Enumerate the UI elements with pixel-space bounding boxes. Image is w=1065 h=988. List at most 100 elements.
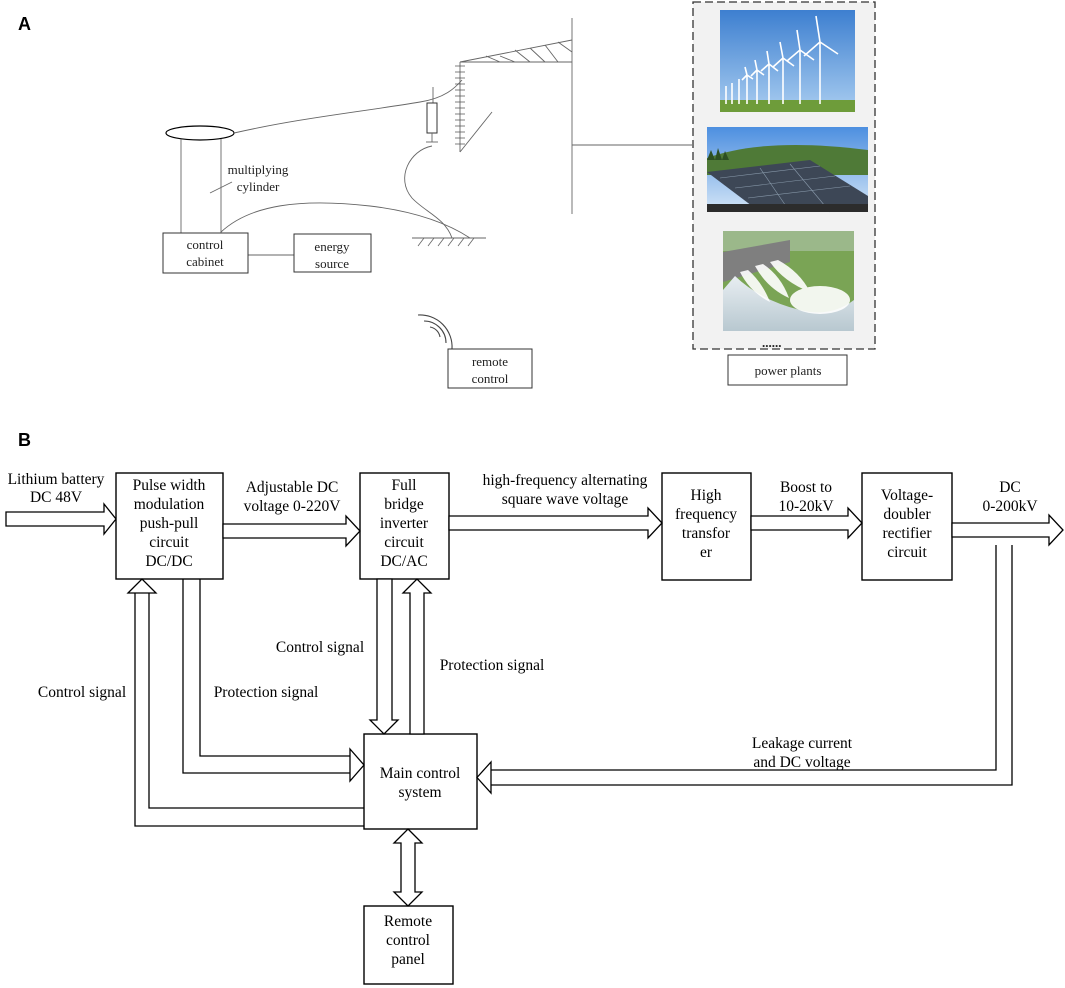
panel-b-label: B [18, 430, 31, 450]
adjustable-dc-label: Adjustable DC voltage 0-220V [244, 479, 342, 515]
protection-signal-mid-label: Protection signal [440, 657, 545, 674]
lbl-tr-line-4: er [700, 544, 713, 561]
tower-brace [459, 111, 493, 153]
transformer-block [661, 472, 752, 581]
lbl-input-line-2: DC 48V [30, 489, 83, 506]
lbl-inv-line-3: inverter [380, 515, 429, 532]
lbl-remote-line-1: Remote [384, 913, 432, 930]
lbl-adj-line-1: Adjustable DC [246, 479, 339, 496]
lbl-tr-line-2: frequency [675, 506, 737, 523]
cc-label-line-2: cabinet [186, 254, 224, 269]
lbl-main-line-2: system [398, 784, 441, 801]
arrow-protection-signal-mid [401, 578, 433, 735]
lbl-leak-line-2: and DC voltage [753, 754, 850, 771]
control-signal-left-arrowhead [126, 578, 158, 594]
lbl-remote-line-2: control [386, 932, 430, 949]
wire-cylinder-to-tower [233, 79, 463, 134]
lbl-rect-line-2: doubler [883, 506, 931, 523]
control-signal-left-label: Control signal [38, 684, 126, 701]
es-label-line-2: source [315, 256, 349, 271]
cc-label-line-1: control [187, 237, 224, 252]
main-control-block [363, 733, 478, 830]
protection-signal-left-outer [182, 579, 350, 774]
lbl-inv-line-5: DC/AC [380, 553, 427, 570]
main-control-label: Main control system [380, 765, 461, 801]
rc-label-line-2: control [472, 371, 509, 386]
arrow-transformer-to-rectifier [750, 506, 863, 540]
lbl-rect-line-3: rectifier [882, 525, 932, 542]
multiplying-cylinder-text: multiplying cylinder [228, 162, 289, 194]
transformer-label: High frequency transfor er [675, 487, 737, 561]
leakage-label: Leakage current and DC voltage [752, 735, 853, 771]
arrow-pwm-to-inverter [222, 514, 361, 548]
lbl-remote-line-3: panel [391, 951, 425, 968]
mc-label-line-2: cylinder [237, 179, 280, 194]
arrow-battery-input [5, 502, 117, 536]
lbl-tr-line-1: High [691, 487, 722, 504]
remote-control-text: remote control [472, 354, 509, 386]
remote-control-box [447, 348, 533, 389]
multiplying-cylinder-top [165, 125, 235, 141]
control-cabinet-text: control cabinet [186, 237, 224, 269]
power-plants-label-box [727, 354, 848, 386]
wire-insulator-loop [404, 145, 453, 239]
control-signal-left-inner [148, 593, 364, 809]
energy-source-text: energy source [314, 239, 350, 271]
remote-panel-label: Remote control panel [384, 913, 432, 968]
lbl-inv-line-1: Full [392, 477, 417, 494]
lbl-pwm-line-5: DC/DC [145, 553, 192, 570]
wind-turbine-image [720, 10, 855, 112]
dc-output-label: DC 0-200kV [982, 479, 1038, 515]
arrow-main-remote-bidirectional [392, 828, 424, 907]
lbl-boost-line-2: 10-20kV [778, 498, 834, 515]
energy-source-box [293, 233, 372, 273]
lbl-inv-line-4: circuit [384, 534, 424, 551]
pwm-circuit-block [115, 472, 224, 580]
lbl-out-line-1: DC [999, 479, 1021, 496]
arrow-inverter-to-transformer [448, 506, 663, 540]
control-cabinet-box [162, 232, 249, 274]
control-signal-left-outer [134, 593, 364, 827]
protection-signal-left-arrowhead [349, 747, 365, 783]
insulator-icon [426, 102, 438, 134]
lbl-tr-line-3: transfor [682, 525, 731, 542]
leakage-arrowhead [476, 760, 492, 795]
lbl-inv-line-2: bridge [384, 496, 424, 513]
wire-cabinet-to-ground [220, 202, 471, 239]
lbl-main-line-1: Main control [380, 765, 461, 782]
cylinder-pointer [209, 181, 233, 194]
wireless-signal-icon [417, 314, 453, 350]
lbl-hf-line-1: high-frequency alternating [483, 472, 648, 489]
es-label-line-1: energy [314, 239, 350, 254]
lbl-out-line-2: 0-200kV [982, 498, 1038, 515]
mc-label-line-1: multiplying [228, 162, 289, 177]
leakage-line-inner [491, 545, 997, 771]
leakage-line-outer [491, 545, 1013, 786]
hydro-dam-image [723, 231, 854, 331]
control-signal-mid-label: Control signal [276, 639, 364, 656]
lbl-pwm-line-4: circuit [149, 534, 189, 551]
lbl-adj-line-2: voltage 0-220V [244, 498, 342, 515]
lbl-leak-line-1: Leakage current [752, 735, 853, 752]
arrow-control-signal-mid [368, 578, 400, 735]
lbl-hf-line-2: square wave voltage [502, 491, 629, 508]
protection-signal-left-label: Protection signal [214, 684, 319, 701]
rc-label-line-1: remote [472, 354, 508, 369]
rectifier-block [861, 472, 953, 581]
tower-crossarm-truss [459, 39, 573, 63]
lbl-pwm-line-3: push-pull [140, 515, 199, 532]
arrow-dc-output [951, 513, 1064, 547]
lbl-pwm-line-1: Pulse width [133, 477, 206, 494]
ground-hatch-icon [417, 237, 475, 247]
solar-panel-image [707, 127, 868, 213]
protection-signal-left-inner [199, 579, 350, 757]
lbl-pwm-line-2: modulation [134, 496, 205, 513]
lbl-input-line-1: Lithium battery [8, 471, 105, 488]
more-plants-dots: ...... [762, 335, 782, 350]
